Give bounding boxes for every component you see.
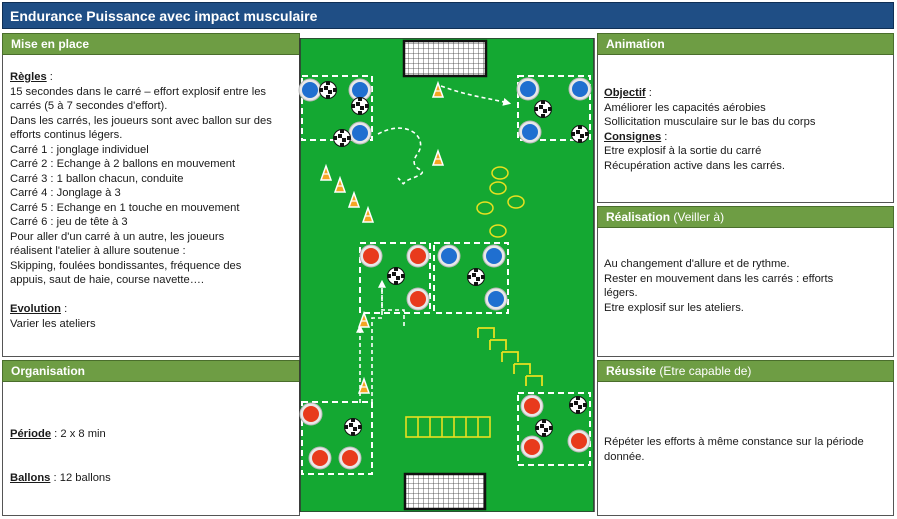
rules-line: Carré 1 : jonglage individuel	[10, 143, 149, 156]
rules-line: Carré 5 : Echange en 1 touche en mouveme…	[10, 201, 240, 214]
agility-ring	[476, 201, 494, 215]
player-red	[406, 287, 430, 311]
rules-line: efforts continus légers.	[10, 129, 123, 141]
rules-line: appuis, saut de haie, course navette….	[10, 274, 205, 286]
rules-line: Carré 2 : Echange à 2 ballons en mouveme…	[10, 158, 236, 170]
rules-label: Règles	[10, 71, 47, 83]
ball	[319, 81, 337, 99]
success-text: Répéter les efforts à même constance sur…	[604, 435, 864, 464]
realisation-line: légers.	[604, 287, 638, 299]
player-red	[308, 446, 332, 470]
ball	[467, 268, 485, 286]
rules-line: Carré 4 : Jonglage à 3	[10, 187, 121, 199]
ball	[333, 129, 351, 147]
agility-ring	[489, 181, 507, 195]
evolution-label: Evolution	[10, 303, 61, 315]
balls-value: : 12 ballons	[50, 472, 111, 484]
square-2	[517, 75, 591, 141]
ball	[535, 419, 553, 437]
player-red	[567, 429, 591, 453]
objective-line: Améliorer les capacités aérobies	[604, 101, 766, 114]
setup-panel	[2, 33, 300, 357]
success-line: Répéter les efforts à même constance sur…	[604, 436, 864, 448]
rules-line: Pour aller d'un carré à un autre, les jo…	[10, 230, 225, 243]
instructions-line: Etre explosif à la sortie du carré	[604, 145, 762, 157]
training-field-diagram	[298, 38, 595, 512]
realisation-text: Au changement d'allure et de rythme. Rest…	[604, 257, 833, 315]
player-blue	[437, 244, 461, 268]
player-blue	[298, 78, 322, 102]
success-line: donnée.	[604, 450, 645, 463]
realisation-line: Au changement d'allure et de rythme.	[604, 258, 790, 270]
rules-line: 15 secondes dans le carré – effort explo…	[10, 85, 267, 98]
ball	[344, 418, 362, 436]
ball	[569, 396, 587, 414]
player-blue	[518, 120, 542, 144]
realisation-panel	[597, 206, 894, 357]
period-value: : 2 x 8 min	[51, 428, 106, 440]
instructions-line: Récupération active dans les carrés.	[604, 159, 785, 172]
success-header: Réussite (Etre capable de)	[597, 360, 894, 382]
square-1	[301, 75, 373, 141]
objective-line: Sollicitation musculaire sur le bas du c…	[604, 116, 816, 128]
path-arrow	[440, 85, 512, 106]
agility-ring	[489, 224, 507, 238]
animation-text: Objectif : Améliorer les capacités aérob…	[604, 87, 816, 172]
player-red	[359, 244, 383, 268]
rules-line: Carré 3 : 1 ballon chacun, conduite	[10, 172, 184, 185]
square-3	[359, 242, 431, 314]
ball	[571, 125, 589, 143]
balls-line: Ballons : 12 ballons	[10, 471, 111, 486]
rules-line: Carré 6 : jeu de tête à 3	[10, 216, 128, 228]
rules-line: Skipping, foulées bondissantes, fréquenc…	[10, 259, 242, 272]
agility-ring	[491, 166, 509, 180]
period-label: Période	[10, 428, 52, 440]
ball	[387, 267, 405, 285]
setup-header: Mise en place	[2, 33, 300, 55]
rules-line: carrés (5 à 7 secondes d'effort).	[10, 100, 168, 112]
player-blue	[348, 121, 372, 145]
player-blue	[516, 77, 540, 101]
bottom-goal	[403, 472, 487, 511]
realisation-line: Etre explosif sur les ateliers.	[604, 301, 744, 314]
player-red	[520, 394, 544, 418]
organisation-header: Organisation	[2, 360, 300, 382]
square-6	[517, 392, 591, 466]
player-red	[406, 244, 430, 268]
instructions-label: Consignes	[604, 130, 662, 143]
realisation-line: Rester en mouvement dans les carrés : ef…	[604, 272, 834, 285]
player-red	[520, 435, 544, 459]
realisation-header: Réalisation (Veiller à)	[597, 206, 894, 228]
agility-ladder	[405, 416, 491, 438]
square-4	[433, 242, 509, 314]
setup-text: Règles : 15 secondes dans le carré – eff…	[10, 71, 272, 330]
period-line: Période : 2 x 8 min	[10, 427, 106, 442]
top-goal	[402, 39, 488, 78]
organisation-panel	[2, 360, 300, 516]
player-red	[299, 402, 323, 426]
agility-ring	[507, 195, 525, 209]
path-curve	[377, 127, 424, 185]
hurdles	[477, 327, 543, 386]
path-up-2	[371, 279, 386, 403]
success-panel	[597, 360, 894, 516]
animation-header: Animation	[597, 33, 894, 55]
rules-line: réalisent l'atelier à allure soutenue :	[10, 245, 186, 257]
rules-line: Dans les carrés, les joueurs sont avec b…	[10, 114, 272, 127]
square-5	[301, 401, 373, 475]
player-blue	[482, 244, 506, 268]
balls-label: Ballons	[10, 472, 51, 484]
player-red	[338, 446, 362, 470]
evolution-text: Varier les ateliers	[10, 317, 96, 330]
ball	[351, 97, 369, 115]
player-blue	[568, 77, 592, 101]
player-blue	[484, 287, 508, 311]
objective-label: Objectif	[604, 87, 646, 99]
ball	[534, 100, 552, 118]
animation-panel	[597, 33, 894, 203]
session-title: Endurance Puissance avec impact musculai…	[2, 2, 894, 29]
